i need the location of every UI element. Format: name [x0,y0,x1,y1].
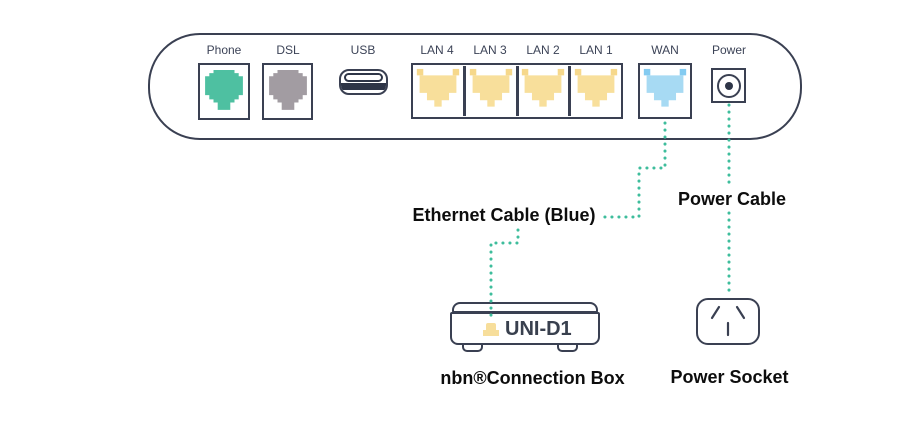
rj45-jack-icon [643,68,687,107]
au-socket-pins-icon [710,305,746,337]
power-port-label: Power [711,43,746,57]
lan3-port [462,66,516,116]
power-port [711,68,746,103]
wan-port [638,63,692,119]
lan1-port [568,66,621,116]
usb-bar-icon [341,83,386,90]
wan-port-label: WAN [651,43,679,57]
uni-d1-label: UNI-D1 [505,318,572,340]
lan2-port-label: LAN 2 [526,43,560,57]
power-socket [696,298,760,345]
connection-box-caption: nbn®Connection Box [440,368,625,388]
lan2-port [515,66,569,116]
rj11-jack-icon [205,69,243,110]
uni-d1-port-icon [483,323,499,336]
phone-port [198,63,250,120]
rj45-jack-icon [469,68,512,107]
dsl-port-label: DSL [276,43,300,57]
power-cable-label: Power Cable [677,189,787,209]
lan1-port-label: LAN 1 [579,43,613,57]
connection-box-body [450,312,600,345]
usb-port [339,69,388,95]
rj11-jack-icon [268,69,307,110]
rj45-jack-icon [416,68,460,107]
lan3-port-label: LAN 3 [473,43,507,57]
power-socket-caption: Power Socket [670,367,789,387]
dc-barrel-icon [716,73,741,98]
lan4-port-label: LAN 4 [420,43,454,57]
usb-port-label: USB [350,43,376,57]
lan4-port [413,66,463,116]
dsl-port [262,63,313,120]
rj45-jack-icon [574,68,618,107]
lan-port-group [411,63,623,119]
rj45-jack-icon [522,68,565,107]
ethernet-cable-label: Ethernet Cable (Blue) [412,205,596,225]
phone-port-label: Phone [206,43,242,57]
dc-barrel-pin-icon [724,81,733,90]
usb-slot-icon [344,73,383,82]
